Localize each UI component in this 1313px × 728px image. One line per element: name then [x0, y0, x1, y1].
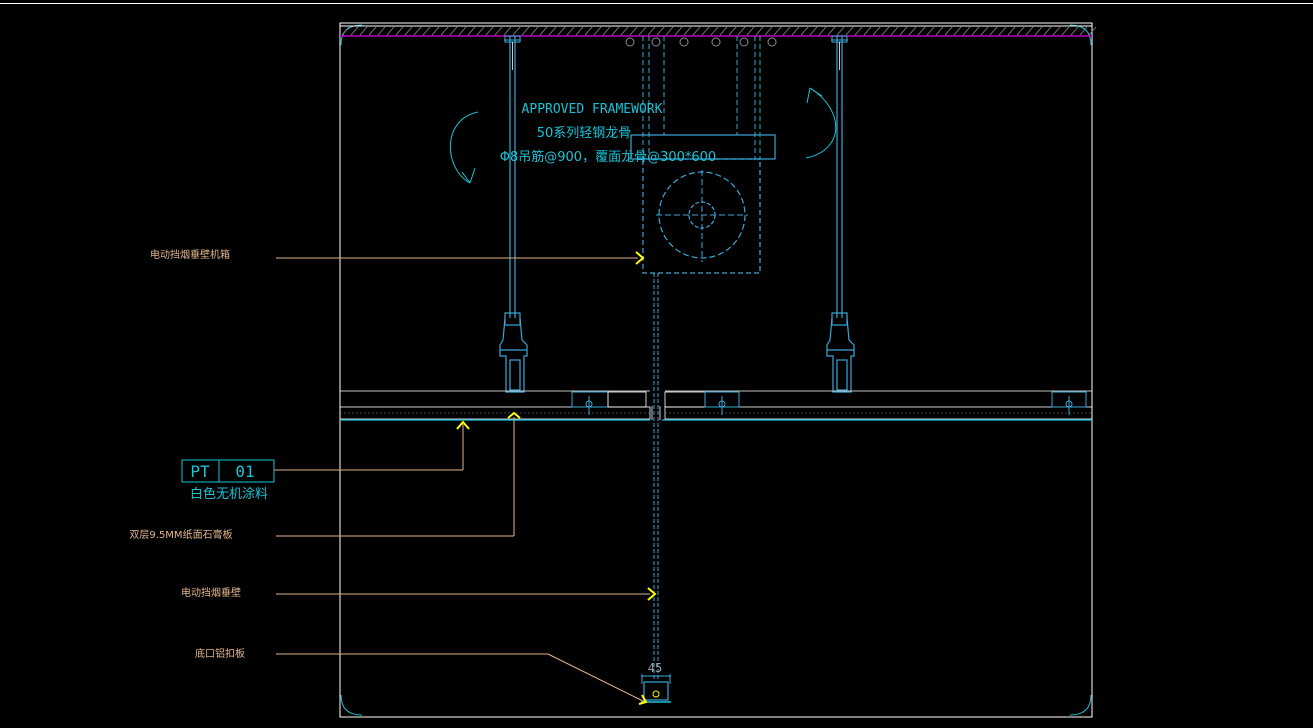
viewport-frame	[339, 22, 1093, 718]
callout-gypsum-board: 双层9.5MM纸面石膏板	[129, 528, 232, 541]
viewport-corners	[340, 24, 1092, 716]
hanger-rods	[509, 36, 843, 318]
finish-tag-code: PT	[190, 462, 210, 481]
finish-tag	[181, 459, 275, 483]
bottom-trim-piece	[641, 674, 671, 703]
concrete-slab	[340, 25, 1097, 37]
hanger-clip-right	[826, 312, 855, 393]
hanger-clip-left	[499, 312, 528, 393]
callout-bottom-trim: 底口铝扣板	[195, 647, 245, 660]
callout-smoke-wall: 电动挡烟垂壁	[181, 586, 241, 599]
finish-tag-description: 白色无机涂料	[190, 486, 268, 502]
framework-note-system: 50系列轻钢龙骨	[537, 126, 632, 141]
smoke-wall-motor-box	[625, 36, 777, 274]
finish-tag-number: 01	[235, 462, 254, 481]
framework-note-spec: Φ8吊筋@900，覆面龙骨@300*600	[500, 149, 716, 165]
callout-leaders	[274, 257, 650, 703]
smoke-curtain-line	[653, 273, 659, 680]
ceiling-boards-right	[651, 390, 1093, 421]
rotation-arrows	[449, 87, 837, 184]
ceiling-boards-left	[339, 390, 651, 421]
callout-motor-box: 电动挡烟垂壁机箱	[150, 248, 230, 261]
callout-arrowheads	[456, 251, 657, 705]
rod-top-nuts	[504, 35, 848, 70]
framework-note-title: APPROVED FRAMEWORK	[522, 102, 663, 117]
dimension-label: 45	[648, 661, 662, 675]
